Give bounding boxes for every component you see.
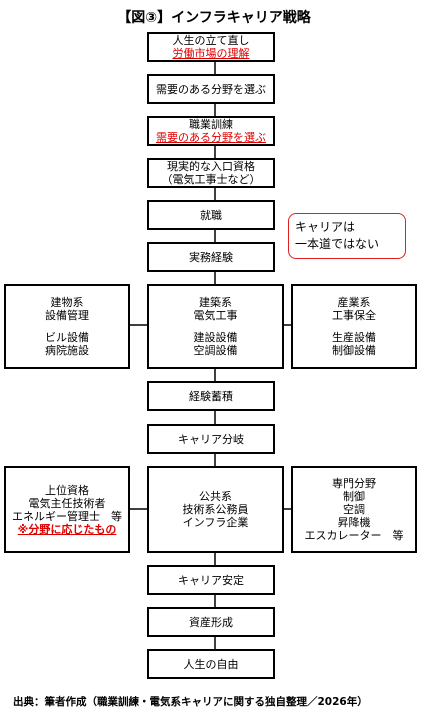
row1-right-line2: 工事保全 — [332, 309, 376, 322]
row2-center-line2: 技術系公務員 — [182, 503, 249, 516]
row2-left-line3: エネルギー管理士 等 — [12, 509, 122, 523]
step-experience-label: 経験蓄積 — [189, 389, 233, 403]
row1-right-line4: 制御設備 — [332, 344, 376, 357]
step-entry-sub: （電気工事士など） — [161, 173, 261, 186]
step-job: 就職 — [147, 200, 275, 230]
step-training-sub: 需要のある分野を選ぶ — [156, 131, 266, 144]
source-caption: 出典：筆者作成（職業訓練・電気系キャリアに関する独自整理／2026年） — [13, 696, 368, 708]
step-demand: 需要のある分野を選ぶ — [147, 74, 275, 104]
row1-center-line4: 空調設備 — [193, 344, 238, 357]
step-stability-label: キャリア安定 — [178, 573, 244, 587]
step-demand-label: 需要のある分野を選ぶ — [156, 82, 266, 96]
row2-right-line5: エスカレーター 等 — [304, 529, 404, 542]
step-entry-label: 現実的な入口資格 — [167, 160, 255, 173]
step-branch-label: キャリア分岐 — [178, 432, 244, 446]
step-stability: キャリア安定 — [147, 565, 275, 595]
note-line-2: 一本道ではない — [295, 237, 380, 251]
row2-right-box: 専門分野 制御 空調 昇降機 エスカレーター 等 — [291, 466, 417, 553]
step-restart-label: 人生の立て直し — [172, 34, 250, 47]
step-training-label: 職業訓練 — [189, 118, 233, 131]
row1-center-line1: 建築系 — [199, 296, 232, 309]
row2-right-line4: 昇降機 — [337, 516, 371, 529]
step-training: 職業訓練 需要のある分野を選ぶ — [147, 116, 275, 146]
row1-center-line3: 建設設備 — [193, 331, 238, 344]
note-callout: キャリアは 一本道ではない — [288, 213, 406, 259]
row1-right-box: 産業系 工事保全 生産設備 制御設備 — [291, 284, 417, 369]
row2-right-line3: 空調 — [343, 503, 365, 516]
row1-right-line3: 生産設備 — [332, 331, 376, 344]
row1-center-line2: 電気工事 — [193, 309, 238, 322]
step-freedom-label: 人生の自由 — [183, 657, 239, 671]
row2-center-line1: 公共系 — [199, 490, 232, 503]
row2-center-line3: インフラ企業 — [182, 516, 249, 529]
row2-left-line1: 上位資格 — [45, 483, 89, 497]
step-practice: 実務経験 — [147, 242, 275, 272]
diagram-title: 【図③】インフラキャリア戦略 — [117, 10, 311, 26]
step-experience: 経験蓄積 — [147, 381, 275, 411]
row2-right-line2: 制御 — [343, 490, 365, 503]
step-restart-sub: 労働市場の理解 — [172, 47, 250, 60]
step-assets-label: 資産形成 — [189, 615, 233, 629]
step-practice-label: 実務経験 — [189, 250, 233, 264]
step-job-label: 就職 — [200, 208, 222, 222]
step-branch: キャリア分岐 — [147, 424, 275, 454]
step-restart: 人生の立て直し 労働市場の理解 — [147, 32, 275, 62]
row1-right-line1: 産業系 — [337, 296, 371, 309]
row1-left-line4: 病院施設 — [45, 344, 89, 357]
step-entry: 現実的な入口資格 （電気工事士など） — [147, 158, 275, 188]
row2-left-line2: 電気主任技術者 — [28, 496, 106, 510]
note-line-1: キャリアは — [295, 220, 356, 234]
row1-left-line2: 設備管理 — [45, 309, 89, 322]
row1-left-box: 建物系 設備管理 ビル設備 病院施設 — [4, 284, 130, 369]
row1-left-line3: ビル設備 — [45, 331, 89, 344]
row1-left-line1: 建物系 — [50, 296, 84, 309]
step-freedom: 人生の自由 — [147, 649, 275, 679]
row2-right-line1: 専門分野 — [332, 477, 376, 490]
row2-left-box: 上位資格 電気主任技術者 エネルギー管理士 等 ※分野に応じたもの — [4, 466, 130, 553]
row2-left-note: ※分野に応じたもの — [17, 522, 117, 536]
row2-center-box: 公共系 技術系公務員 インフラ企業 — [147, 466, 284, 553]
step-assets: 資産形成 — [147, 607, 275, 637]
row1-center-box: 建築系 電気工事 建設設備 空調設備 — [147, 284, 284, 369]
